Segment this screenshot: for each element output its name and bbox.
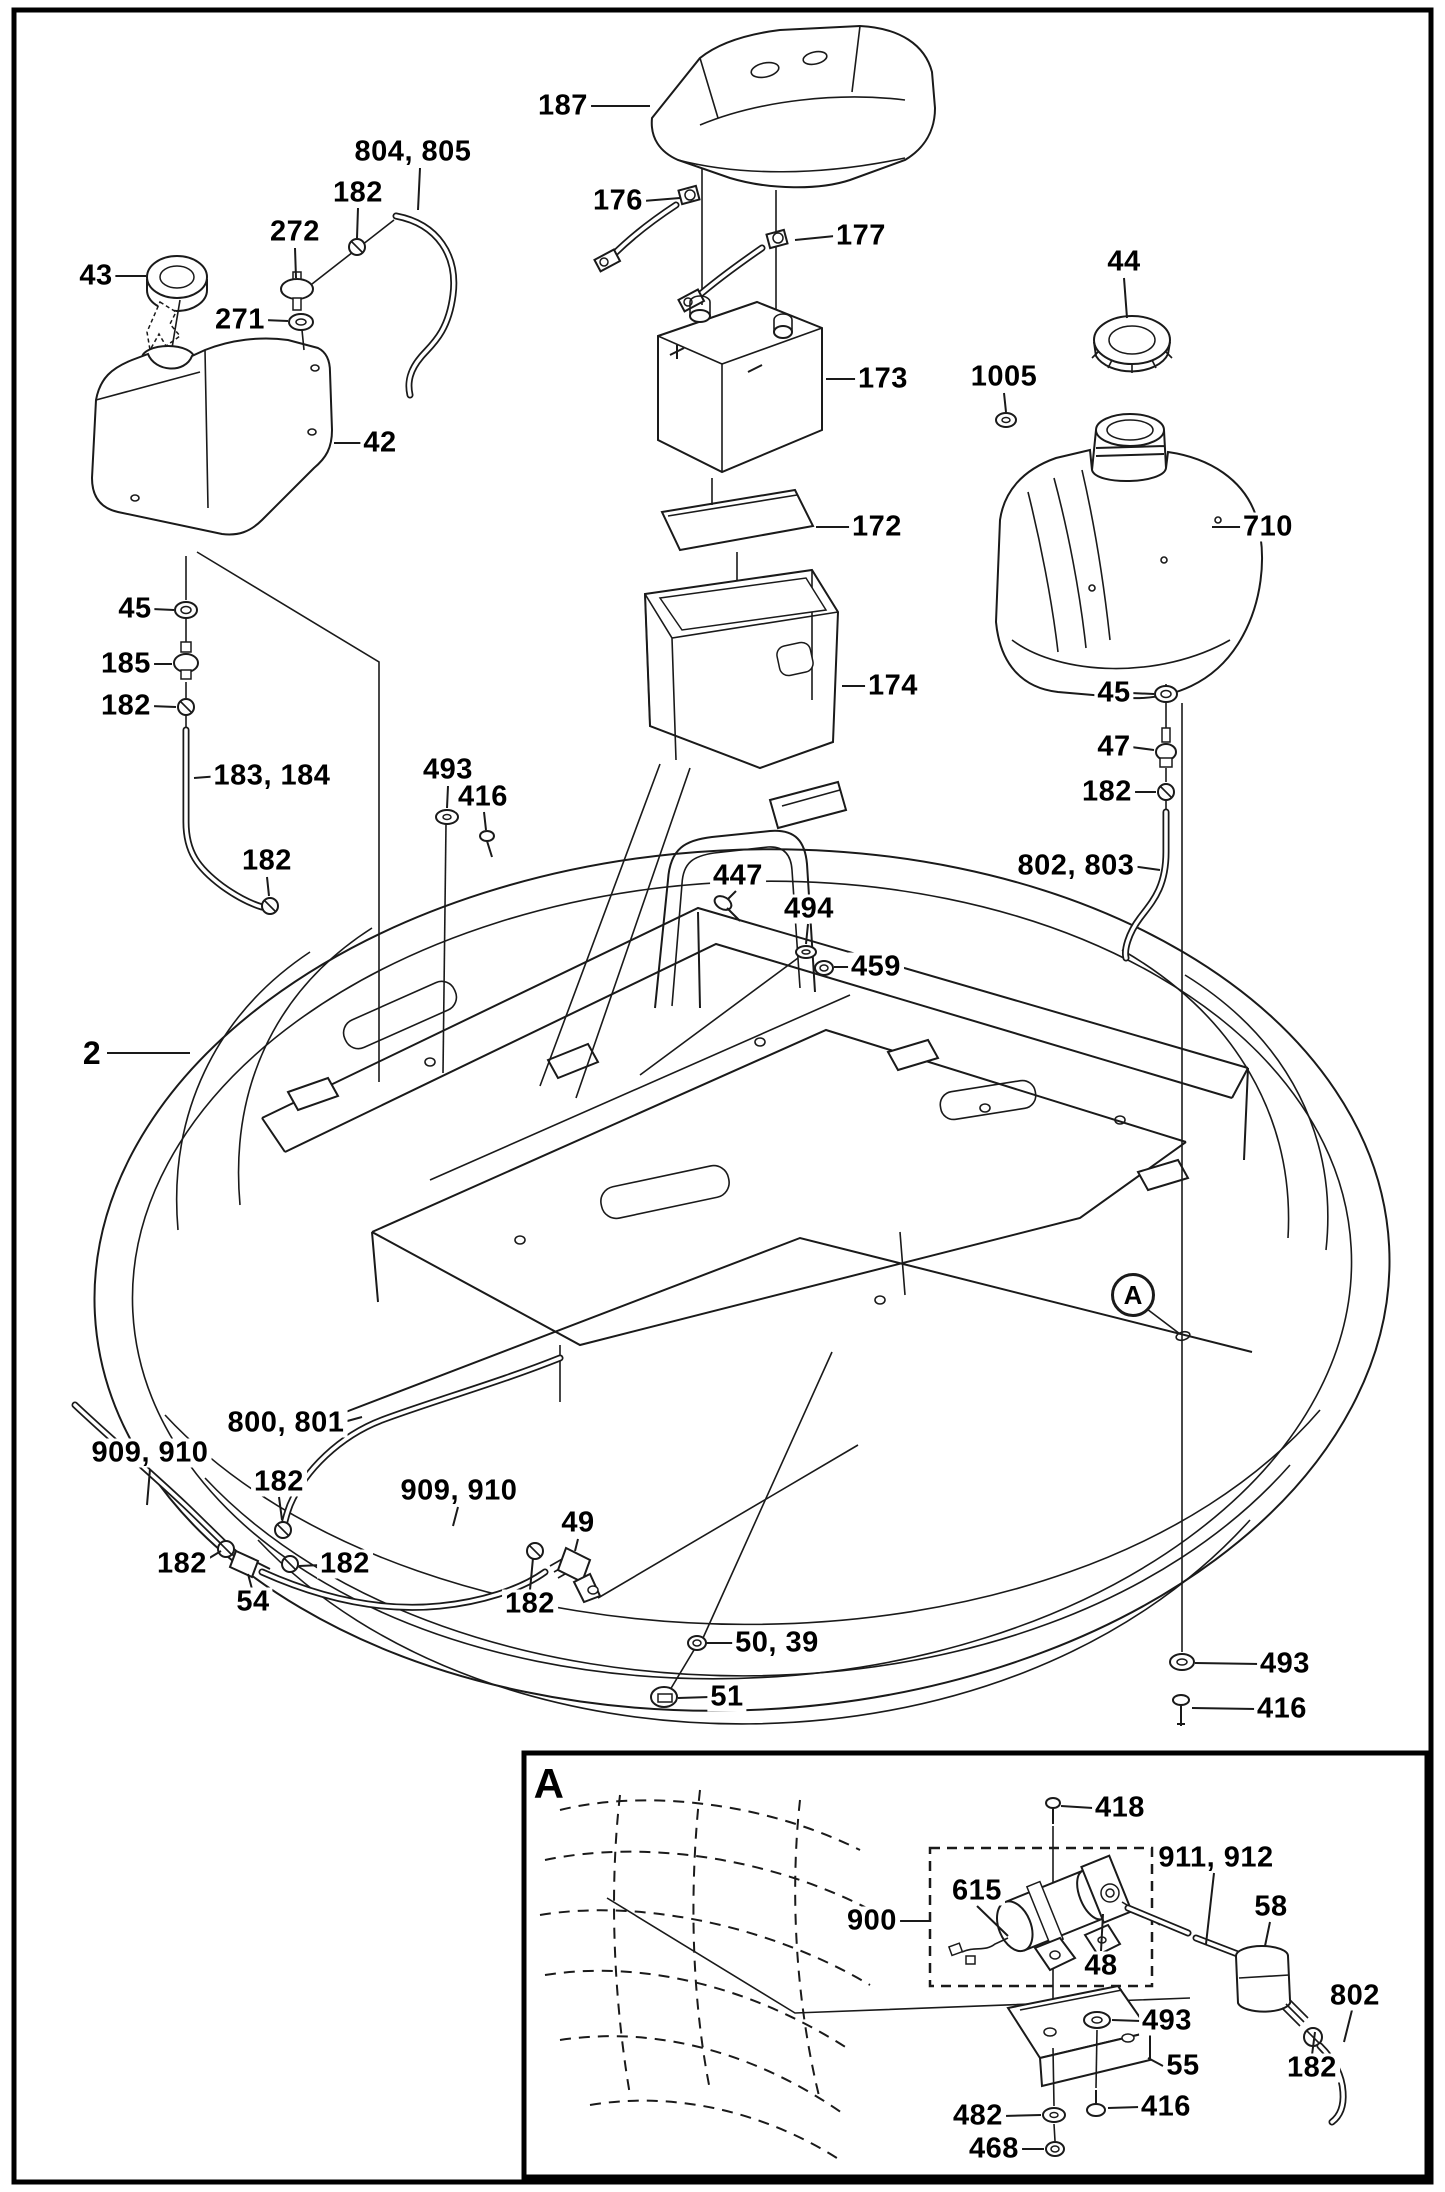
part-label: 51 [707,1682,747,1712]
part-label: 182 [317,1549,373,1579]
part-label: 2 [79,1037,105,1069]
part-label: 493 [420,755,476,785]
fuel-tank-42-group [90,212,458,915]
part-label: 172 [849,512,905,542]
part-label: 54 [233,1587,273,1617]
part-label: 615 [949,1876,1005,1906]
part-label: 493 [1139,2006,1195,2036]
detail-view-marker: A [1111,1273,1155,1317]
part-label: 174 [865,671,921,701]
part-label: 45 [115,594,155,624]
part-label: 416 [455,782,511,812]
part-label: 1005 [967,362,1041,392]
part-label: 802 [1327,1981,1383,2011]
part-label: 182 [251,1467,307,1497]
part-label: 911, 912 [1155,1843,1277,1873]
part-label: 44 [1104,247,1144,277]
detail-inset-a [521,1750,1430,2180]
part-label: 800, 801 [224,1408,348,1438]
part-label: 182 [154,1549,210,1579]
part-label: 45 [1094,678,1134,708]
part-label: 802, 803 [1014,851,1138,881]
part-label: 182 [330,178,386,208]
part-label: 182 [1284,2053,1340,2083]
part-label: 58 [1251,1892,1291,1922]
part-label: 482 [950,2101,1006,2131]
part-label: 182 [502,1589,558,1619]
part-label: 416 [1254,1694,1310,1724]
part-label: 43 [76,261,116,291]
hose-group [71,1354,707,1708]
part-label: 177 [833,221,889,251]
part-label: 42 [360,428,400,458]
part-label: 48 [1081,1951,1121,1981]
part-label: 271 [212,305,268,335]
part-label: 47 [1094,732,1134,762]
part-label: 173 [855,364,911,394]
tank-710-group [994,315,1263,962]
part-label: 182 [1079,777,1135,807]
part-label: 182 [239,846,295,876]
part-label: 183, 184 [210,761,334,791]
part-label: 804, 805 [351,137,475,167]
part-label: 416 [1138,2092,1194,2122]
part-label: 187 [535,91,591,121]
part-label: 182 [98,691,154,721]
part-label: 909, 910 [88,1438,212,1468]
deck-fasteners [435,809,1195,1726]
part-label: 418 [1092,1793,1148,1823]
page-border [11,7,1434,2185]
part-label: 493 [1257,1649,1313,1679]
part-label: A [530,1763,568,1805]
part-label: 909, 910 [397,1476,521,1506]
part-label: 900 [844,1906,900,1936]
part-label: 468 [966,2134,1022,2164]
alignment-lines [196,551,1183,1691]
part-label: 272 [267,217,323,247]
part-label: 49 [558,1508,598,1538]
part-label: 50, 39 [732,1628,822,1658]
part-label: 55 [1163,2051,1203,2081]
part-label: 447 [710,861,766,891]
part-label: 494 [781,894,837,924]
battery-group [593,24,937,770]
part-label: 459 [848,952,904,982]
part-label: 710 [1240,512,1296,542]
part-label: 185 [98,649,154,679]
leader-lines [107,105,1353,2150]
part-label: 176 [590,186,646,216]
